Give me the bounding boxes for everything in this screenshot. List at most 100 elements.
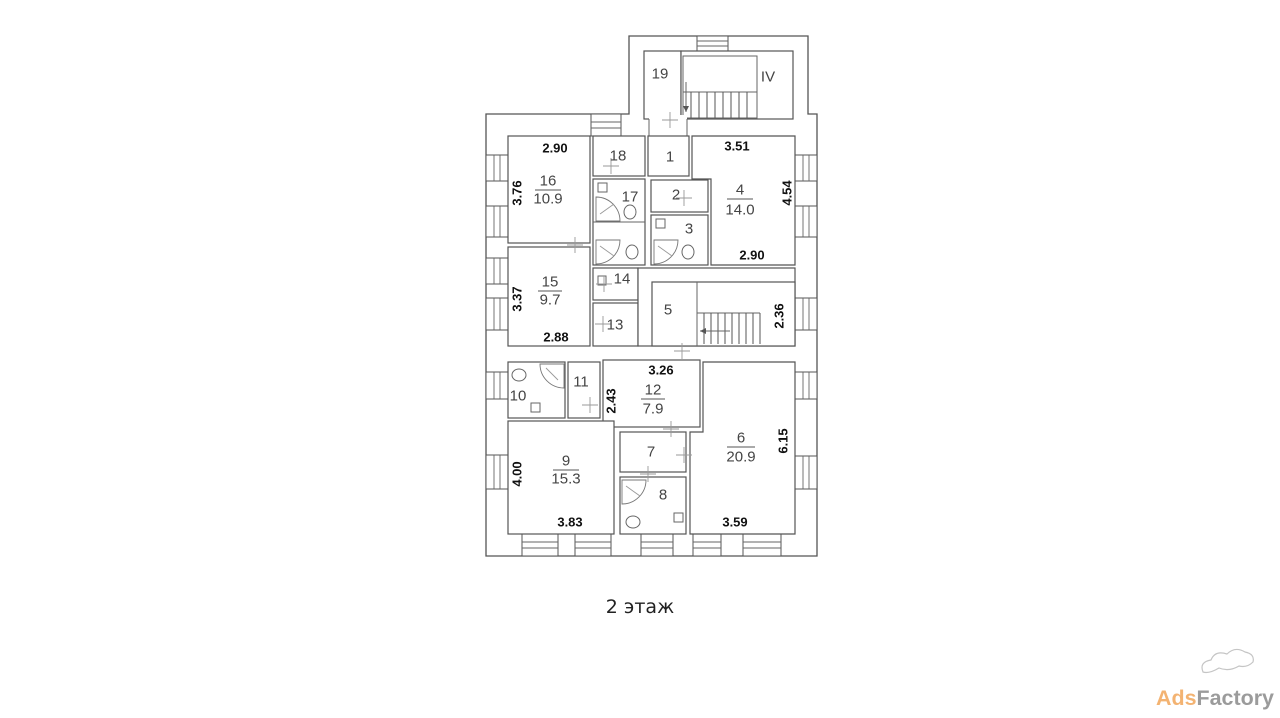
door-mark-icon: [640, 466, 656, 482]
door-mark-icon: [676, 447, 692, 463]
toilet-icon: [625, 244, 639, 260]
window: [590, 113, 622, 137]
door-swing-icon: [595, 196, 621, 222]
stair-5-flight: [696, 282, 761, 346]
window: [485, 257, 509, 285]
window: [640, 533, 674, 557]
dim-room-12-left: 2.43: [604, 388, 619, 413]
door-mark-icon: [596, 276, 612, 292]
stair-iv-label: IV: [761, 69, 775, 86]
window: [485, 205, 509, 238]
passage: [649, 115, 687, 139]
room-18-outline: [592, 135, 646, 177]
room-6-outline: [689, 361, 796, 535]
door-swing-icon: [621, 479, 647, 505]
window: [794, 455, 818, 490]
dim-room-15-left: 3.37: [510, 286, 525, 311]
toilet-icon: [625, 515, 641, 529]
room-9-area: 15.3: [551, 471, 580, 488]
room-2-outline: [650, 179, 709, 213]
dim-room-9-bottom: 3.83: [557, 515, 582, 530]
room-9-number: 9: [562, 453, 570, 470]
floor-caption: 2 этаж: [606, 596, 674, 618]
stair-iv-outline: [680, 50, 794, 120]
window: [794, 154, 818, 182]
window: [485, 154, 509, 182]
window: [485, 297, 509, 331]
room-8-number: 8: [659, 487, 667, 504]
dim-room-4-top: 3.51: [724, 139, 749, 154]
door-mark-icon: [567, 237, 583, 253]
window: [521, 533, 559, 557]
room-11-outline: [567, 361, 601, 419]
toilet-icon: [511, 368, 527, 382]
dim-room-5-right: 2.36: [772, 303, 787, 328]
room-6-number: 6: [737, 430, 745, 447]
dim-room-12-top: 3.26: [648, 363, 673, 378]
room-16-area: 10.9: [533, 191, 562, 208]
room-2-number: 2: [672, 187, 680, 204]
door-mark-icon: [662, 112, 678, 128]
door-swing-arrow-icon: [545, 367, 559, 381]
room-4-outline: [691, 135, 796, 266]
room-5-number: 5: [664, 302, 672, 319]
dim-room-6-right: 6.15: [776, 428, 791, 453]
door-mark-icon: [663, 421, 679, 437]
door-mark-icon: [603, 158, 619, 174]
toilet-icon: [681, 244, 695, 260]
watermark-logo: AdsFactory: [1156, 648, 1274, 710]
window: [485, 454, 509, 490]
door-swing-icon: [539, 363, 565, 389]
room-17-number: 17: [622, 189, 639, 206]
watermark-part-ads: Ads: [1156, 687, 1197, 710]
room-10-number: 10: [510, 388, 527, 405]
sink-icon: [655, 218, 666, 229]
room-15-number: 15: [542, 274, 559, 291]
room-19-outline: [643, 50, 682, 120]
sink-icon: [597, 182, 608, 193]
window: [742, 533, 782, 557]
dim-room-4-right: 4.54: [780, 180, 795, 206]
room-15-area: 9.7: [540, 292, 561, 309]
stair-5-arrow-icon: [700, 328, 706, 334]
room-16-number: 16: [540, 173, 557, 190]
dim-room-4-bottom: 2.90: [739, 248, 764, 263]
door-swing-icon: [595, 239, 621, 265]
room-18-number: 18: [610, 148, 627, 165]
room-3-number: 3: [685, 221, 693, 238]
room-12-area: 7.9: [643, 401, 664, 418]
toilet-icon: [623, 204, 637, 220]
door-swing-arrow-icon: [599, 245, 615, 257]
room-7-outline: [619, 431, 687, 473]
dim-room-6-bottom: 3.59: [722, 515, 747, 530]
room-14-number: 14: [614, 271, 631, 288]
door-mark-icon: [674, 343, 690, 359]
room-6-area: 20.9: [726, 449, 755, 466]
room-15-outline: [507, 246, 591, 347]
door-swing-icon: [653, 239, 679, 265]
door-swing-arrow-icon: [625, 485, 641, 497]
window: [696, 35, 729, 52]
fixtures: [511, 182, 695, 529]
door-mark-icon: [676, 190, 692, 206]
door-mark-icon: [582, 397, 598, 413]
room-13-outline: [592, 302, 639, 347]
door-mark-icon: [595, 316, 611, 332]
dim-room-16-top: 2.90: [542, 141, 567, 156]
door-swing-arrow-icon: [599, 203, 615, 215]
room-1-outline: [647, 135, 690, 177]
window: [485, 371, 509, 400]
window: [794, 371, 818, 400]
sink-icon: [530, 402, 541, 413]
stair-iv-arrow-icon: [683, 106, 689, 112]
room-12-number: 12: [645, 382, 662, 399]
stair-iv-flight-box: [682, 55, 758, 119]
room-4-number: 4: [736, 182, 744, 199]
window: [692, 533, 722, 557]
door-marks: [567, 112, 692, 482]
room-19-number: 19: [652, 66, 669, 83]
sink-icon: [673, 512, 684, 523]
watermark-text: AdsFactory: [1156, 687, 1274, 710]
door-swing-arrow-icon: [657, 245, 673, 257]
